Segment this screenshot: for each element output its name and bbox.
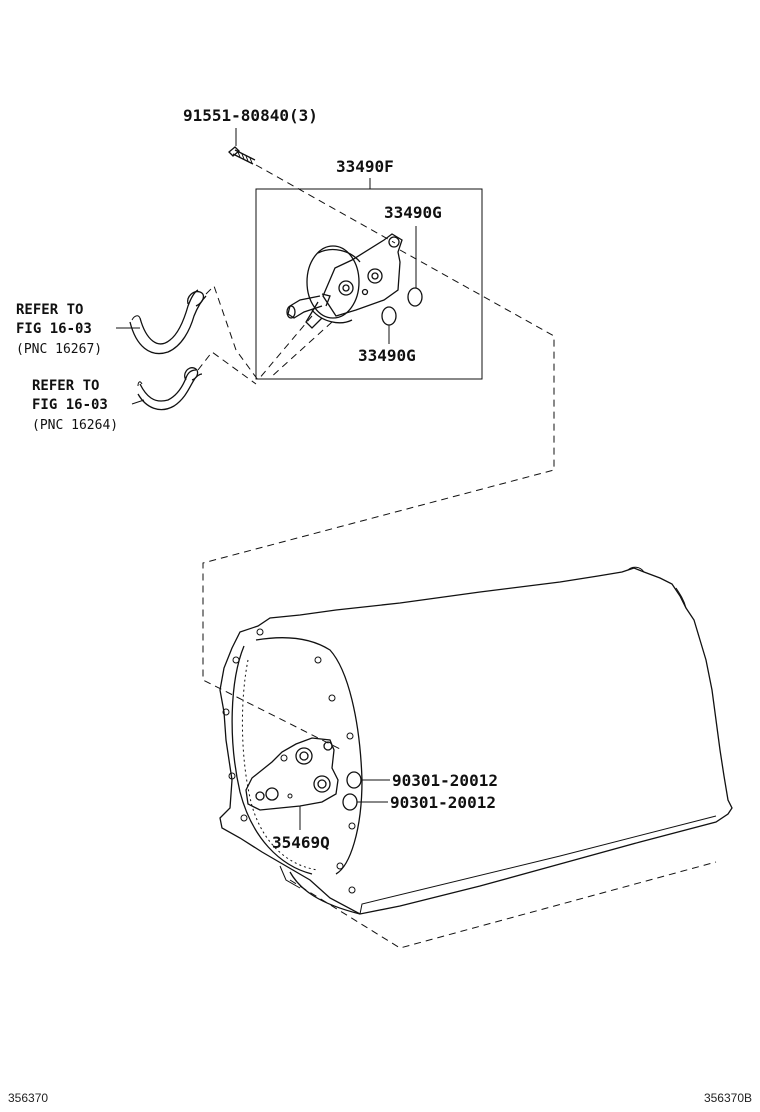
ref-upper-pnc: (PNC 16267) [16, 342, 102, 357]
footer-left-code: 356370 [8, 1091, 48, 1105]
dashed-hose-lower [197, 351, 257, 385]
ref-lower-line2: FIG 16-03 [32, 397, 108, 413]
hose-upper-part[interactable] [129, 289, 207, 355]
gasket-2-part[interactable] [342, 793, 358, 811]
bolt-part[interactable] [228, 146, 256, 165]
dashed-bolt-to-cooler [255, 164, 396, 244]
oil-cooler-part[interactable] [286, 233, 403, 329]
label-gasket-1: 90301-20012 [392, 771, 498, 790]
dashed-cooler-to-transmission [202, 249, 555, 751]
oring-upper-part[interactable] [407, 287, 423, 307]
label-cooler-assy: 33490F [336, 157, 394, 176]
oring-lower-part[interactable] [381, 306, 397, 326]
label-gasket-2: 90301-20012 [390, 793, 496, 812]
ref-lower-pnc: (PNC 16264) [32, 418, 118, 433]
transmission-part [219, 566, 733, 915]
adapter-part[interactable] [245, 737, 339, 811]
ref-upper-line1: REFER TO [16, 302, 83, 318]
footer-right-code: 356370B [704, 1091, 752, 1105]
label-bolt: 91551-80840(3) [183, 106, 318, 125]
dashed-hose-upper [205, 285, 259, 381]
gasket-1-part[interactable] [346, 771, 362, 789]
hose-lower-part[interactable] [137, 367, 203, 411]
leader-ref-lower [131, 399, 145, 405]
label-oring-lower: 33490G [358, 346, 416, 365]
dashed-cooler-to-ref [257, 315, 313, 381]
ref-lower-line1: REFER TO [32, 378, 99, 394]
dashed-cooler-to-ref-2 [269, 321, 333, 379]
ref-upper-line2: FIG 16-03 [16, 321, 92, 337]
label-adapter: 35469Q [272, 833, 330, 852]
label-oring-upper: 33490G [384, 203, 442, 222]
cooler-assy-box [255, 188, 483, 380]
dashed-transmission-bottom [289, 861, 717, 949]
